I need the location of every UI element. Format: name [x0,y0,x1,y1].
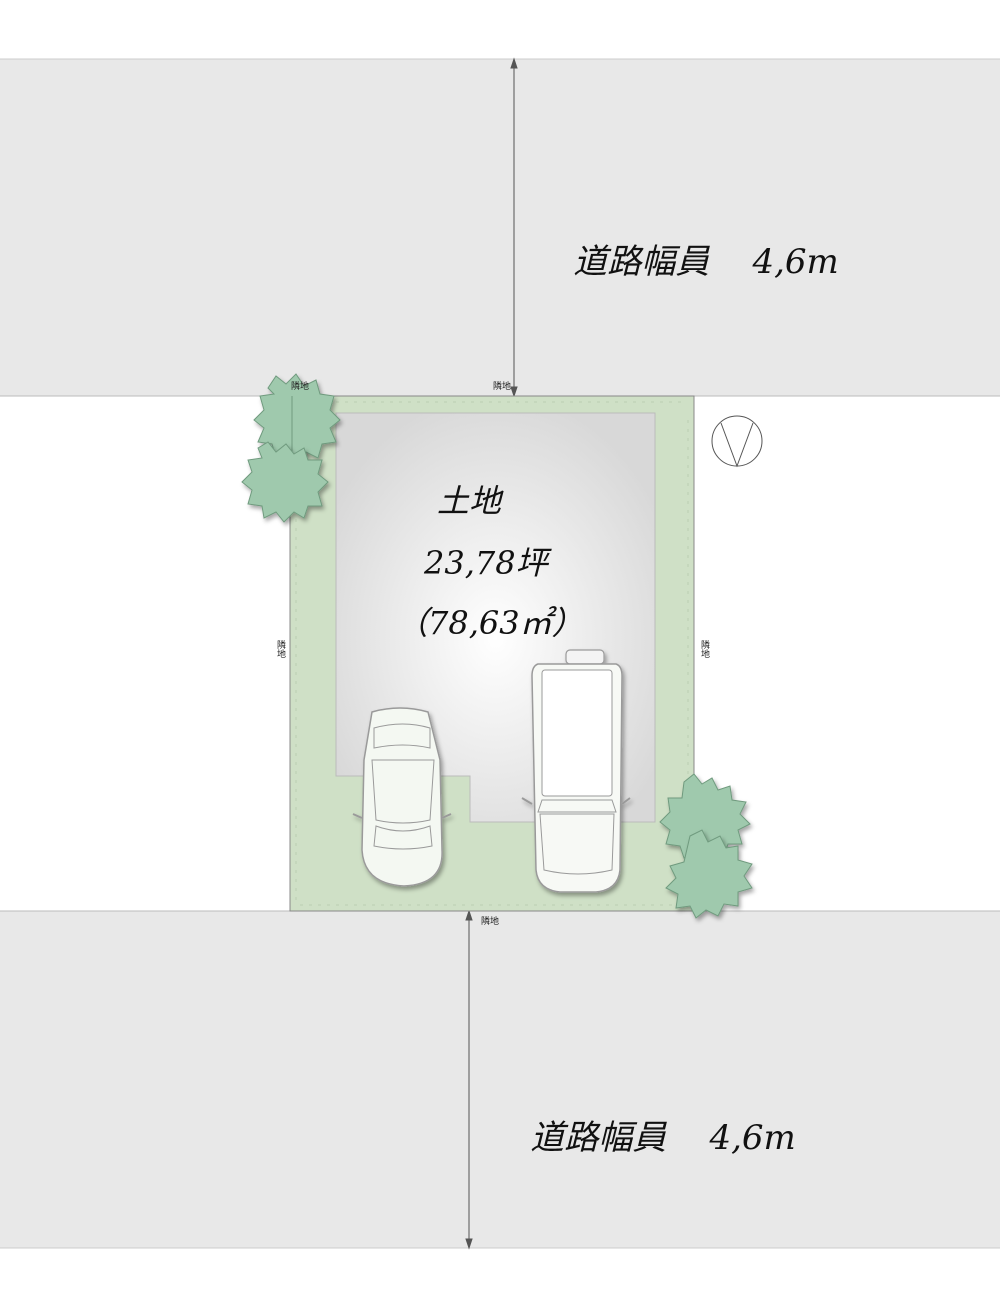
boundary-label-right: 隣地 [699,640,709,658]
road-top-dimension [510,57,518,398]
boundary-label-left: 隣地 [275,640,285,658]
boundary-label-top-center: 隣地 [493,382,512,392]
tree-icon [253,373,341,463]
boundary-label-top-left: 隣地 [291,382,310,392]
north-arrow-icon [711,415,763,468]
road-bottom-label: 道路幅員 4,6m [487,1070,796,1199]
road-bottom-width: 4,6m [709,1118,796,1158]
lot-title: 土地 [437,482,502,520]
road-bottom-name: 道路幅員 [530,1118,667,1158]
road-top [0,59,1000,396]
tree-icon [665,829,753,919]
road-top-label: 道路幅員 4,6m [530,194,839,323]
tree-icon [241,441,329,523]
road-bottom [0,911,1000,1248]
suv-car-icon [521,649,631,893]
road-top-name: 道路幅員 [573,242,710,282]
compact-car-icon [352,707,452,887]
lot-area-sqm: （78,63㎡） [396,604,584,642]
boundary-label-bottom: 隣地 [481,917,500,927]
road-bottom-dimension [465,909,473,1250]
lot-area-tsubo: 23,78坪 [424,544,548,582]
road-top-width: 4,6m [752,242,839,282]
